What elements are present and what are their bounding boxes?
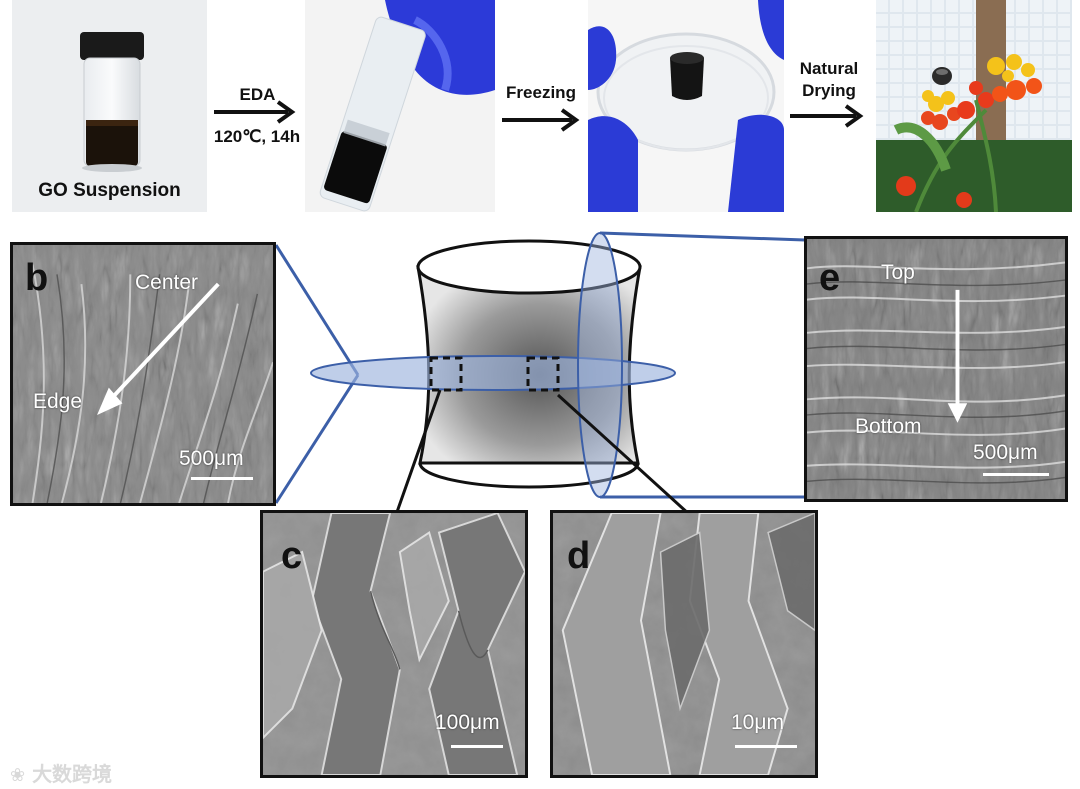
step3-label-line2: Drying	[802, 81, 856, 101]
panel-e-letter: e	[819, 257, 841, 299]
hydrogel-vial-photo	[305, 0, 495, 212]
watermark: ❀ 大数跨境	[10, 758, 112, 787]
step3-arrow	[790, 104, 864, 128]
panel-e-scale-label: 500μm	[973, 441, 1038, 464]
panel-e-scale-bar	[983, 473, 1049, 476]
watermark-logo-icon: ❀	[10, 765, 26, 786]
panel-d-letter: d	[567, 535, 591, 577]
step1-label-conditions: 120℃, 14h	[213, 127, 301, 146]
aerogel-on-flower-photo	[876, 0, 1072, 212]
go-suspension-caption: GO Suspension	[38, 180, 181, 201]
step1-label-reagent: EDA	[239, 85, 276, 104]
panel-c-letter: c	[281, 535, 303, 577]
step3-label: Natural Drying	[788, 58, 870, 102]
cylinder-schematic	[274, 231, 806, 517]
step2-label: Freezing	[506, 83, 576, 102]
go-suspension-photo: GO Suspension	[12, 0, 207, 212]
sem-panel-b: b Center Edge 500μm	[10, 242, 276, 506]
panel-b-letter: b	[25, 257, 49, 299]
panel-c-scale-bar	[451, 745, 503, 748]
panel-d-scale-label: 10μm	[731, 711, 784, 734]
sem-panel-d: d 10μm	[550, 510, 818, 778]
sem-panel-c: c 100μm	[260, 510, 528, 778]
step2-arrow	[502, 108, 580, 132]
panel-d-scale-bar	[735, 745, 797, 748]
step1-arrow	[214, 100, 296, 124]
step3-label-line1: Natural	[799, 59, 859, 78]
sem-panel-e: e Top Bottom 500μm	[804, 236, 1068, 502]
frozen-gel-photo	[588, 0, 784, 212]
panel-c-scale-label: 100μm	[435, 711, 500, 734]
panel-b-center-label: Center	[135, 271, 199, 294]
panel-b-edge-label: Edge	[33, 390, 83, 413]
panel-b-scale-label: 500μm	[179, 447, 244, 470]
panel-e-top-label: Top	[881, 261, 915, 284]
panel-b-scale-bar	[191, 477, 253, 480]
panel-e-bottom-label: Bottom	[855, 415, 922, 438]
watermark-text: 大数跨境	[32, 762, 113, 786]
